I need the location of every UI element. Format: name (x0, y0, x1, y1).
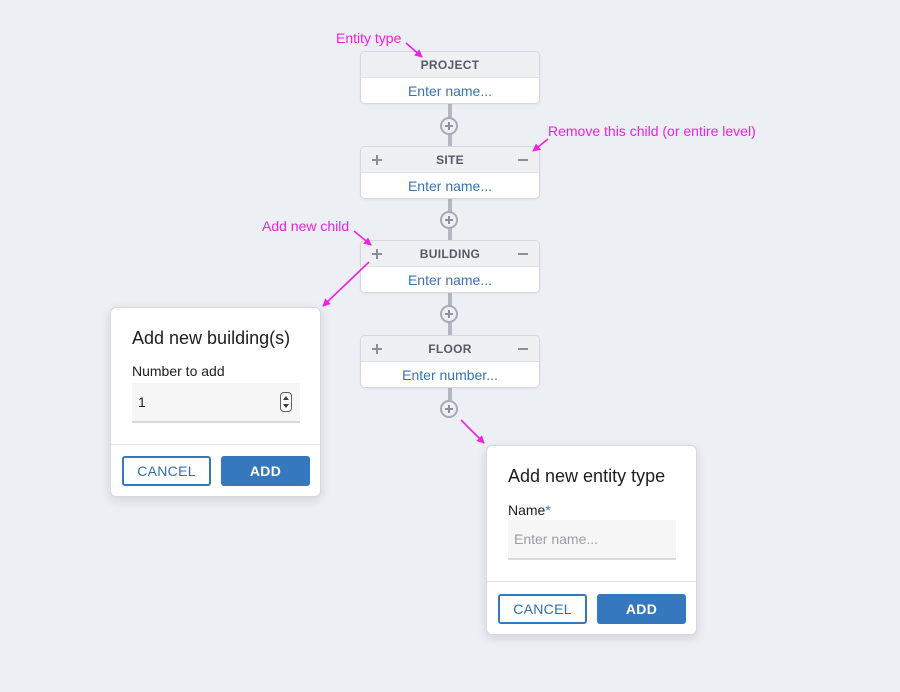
add-child-plus-icon[interactable] (366, 241, 388, 267)
add-child-plus-icon[interactable] (366, 336, 388, 362)
add-button[interactable]: ADD (597, 594, 686, 624)
dialog-title: Add new entity type (508, 466, 666, 486)
level-header: FLOOR (361, 336, 539, 362)
number-stepper-icon[interactable] (280, 392, 292, 412)
level-card-site: SITE (360, 146, 540, 199)
add-buildings-dialog: Add new building(s) Number to add 1 CANC… (110, 307, 321, 497)
name-label: Name* (508, 502, 551, 518)
level-card-floor: FLOOR (360, 335, 540, 388)
number-value: 1 (138, 394, 146, 410)
level-type-label: SITE (436, 153, 464, 167)
name-label-text: Name (508, 502, 546, 518)
level-header: BUILDING (361, 241, 539, 267)
add-button[interactable]: ADD (221, 456, 310, 486)
cancel-button[interactable]: CANCEL (498, 594, 587, 624)
add-entity-type-dialog: Add new entity type Name* CANCEL ADD (486, 445, 697, 635)
level-name-input[interactable] (361, 173, 539, 198)
arrow-to-entity-dialog (460, 419, 485, 444)
level-type-label: PROJECT (420, 58, 480, 72)
add-level-plus-icon[interactable] (440, 117, 458, 135)
annotation-remove-child: Remove this child (or entire level) (548, 123, 756, 139)
add-child-plus-icon[interactable] (366, 147, 388, 173)
level-header: SITE (361, 147, 539, 173)
annotation-add-child: Add new child (262, 218, 350, 234)
number-to-add-input[interactable]: 1 (132, 383, 300, 423)
cancel-button[interactable]: CANCEL (122, 456, 211, 486)
level-name-input[interactable] (361, 78, 539, 103)
remove-child-minus-icon[interactable] (512, 336, 534, 362)
dialog-divider (487, 581, 696, 582)
level-number-input[interactable] (361, 362, 539, 387)
add-level-plus-icon[interactable] (440, 305, 458, 323)
level-header: PROJECT (361, 52, 539, 78)
hierarchy-connector (448, 388, 452, 400)
level-card-building: BUILDING (360, 240, 540, 293)
remove-child-minus-icon[interactable] (512, 147, 534, 173)
remove-child-minus-icon[interactable] (512, 241, 534, 267)
dialog-divider (111, 444, 320, 445)
level-type-label: FLOOR (428, 342, 472, 356)
add-level-plus-icon[interactable] (440, 400, 458, 418)
dialog-title: Add new building(s) (132, 328, 291, 348)
add-level-plus-icon[interactable] (440, 211, 458, 229)
annotation-entity-type: Entity type (336, 30, 402, 46)
required-mark: * (545, 502, 551, 518)
level-card-project: PROJECT (360, 51, 540, 104)
number-to-add-label: Number to add (132, 363, 225, 379)
level-name-input[interactable] (361, 267, 539, 292)
level-type-label: BUILDING (419, 247, 481, 261)
entity-name-input[interactable] (508, 520, 676, 560)
